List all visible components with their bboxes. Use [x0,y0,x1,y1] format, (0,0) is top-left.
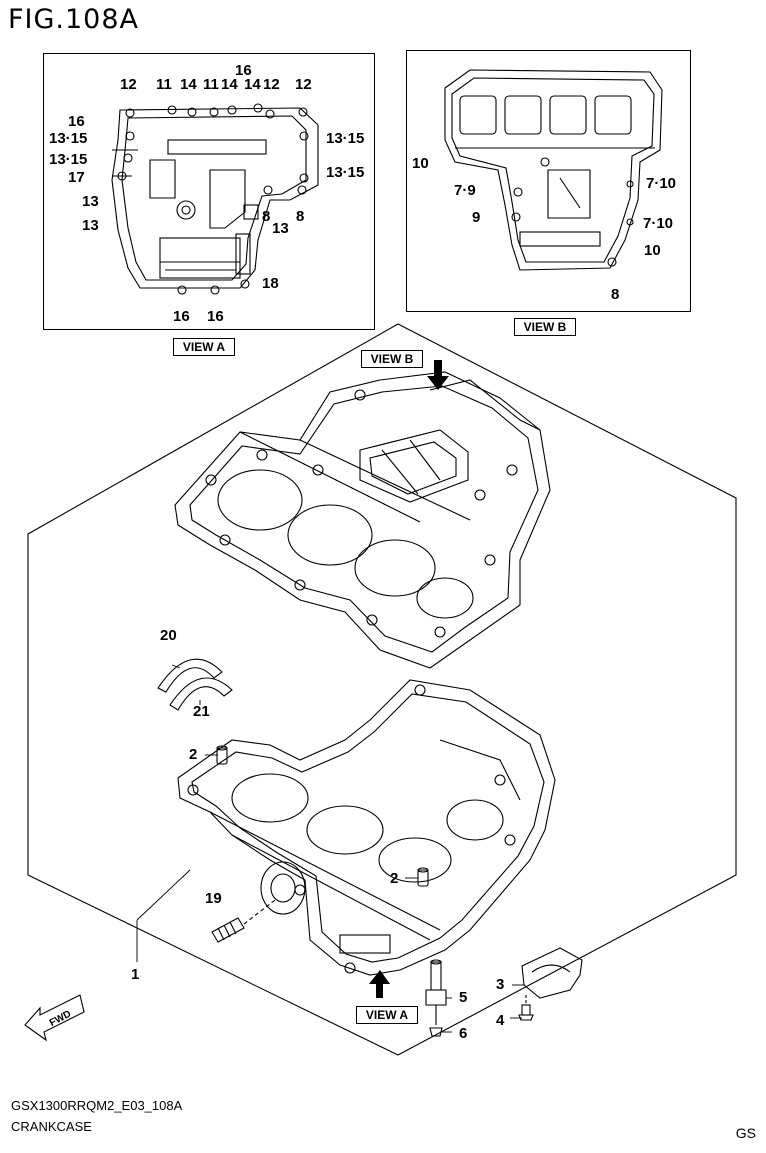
part-name: CRANKCASE [11,1119,92,1134]
oil-jet-part-19 [211,899,276,943]
callout: 14 [244,76,261,93]
callout: 11 [203,76,219,93]
callout: 7·10 [646,175,676,192]
callout: 13·15 [326,164,364,181]
region-code: GS [735,1125,756,1141]
callout: 16 [173,308,190,325]
crank-bearing-shells [157,658,233,711]
bracket-part-3 [521,947,583,999]
callout: 13·15 [49,151,87,168]
callout: 9 [472,209,480,226]
callout: 20 [160,627,177,644]
view-a-arrow-icon [369,970,390,998]
callout: 11 [156,76,172,93]
callout: 13·15 [49,130,87,147]
callout: 6 [459,1025,467,1042]
callout: 4 [496,1012,505,1029]
view-a-crankcase-outline [111,107,319,289]
callout: 2 [390,870,398,887]
assembly-hexagon-frame [27,323,737,1056]
callout: 17 [68,169,85,186]
view-a-inset [43,53,375,330]
fwd-arrow-icon [24,994,85,1042]
dowel-pin-lower [417,867,429,887]
view-arrows [369,360,449,998]
callout: 12 [295,76,312,93]
callout: 14 [221,76,238,93]
lower-crankcase-drawing [177,679,556,976]
dowel-pin-upper [216,745,228,765]
callout: 13 [82,217,99,234]
view-b-crankcase-outline [444,69,663,271]
view-a-tag: VIEW A [173,338,235,356]
view-b-tag: VIEW B [514,318,576,336]
callout: 16 [235,62,252,79]
callout: 13 [82,193,99,210]
view-b-arrow-icon [427,360,449,390]
callout: 7·9 [454,182,476,199]
view-a-pointer-tag: VIEW A [356,1006,418,1024]
callout: 12 [263,76,280,93]
callout: 10 [412,155,429,172]
main-callout-group: 20 21 2 2 19 1 3 4 5 6 [131,627,505,1042]
callout: 21 [193,703,210,720]
view-a-bolt-heads [117,103,309,295]
view-b-pointer-tag: VIEW B [361,350,423,368]
callout: 16 [68,113,85,130]
callout: 8 [611,286,619,303]
callout: 7·10 [643,215,673,232]
view-a-callout-group: 12 11 14 11 14 16 14 12 12 16 13·15 13·1… [49,62,364,325]
view-b-callout-group: 10 7·9 9 7·10 7·10 10 8 [412,155,676,303]
callout: 1 [131,966,139,983]
callout: 10 [644,242,661,259]
model-code: GSX1300RRQM2_E03_108A [11,1098,183,1113]
callout: 5 [459,989,467,1006]
callout: 12 [120,76,137,93]
callout: 18 [262,275,279,292]
callout: 2 [189,746,197,763]
callout: 13·15 [326,130,364,147]
bolt-part-6 [429,1027,443,1037]
figure-title: FIG.108A [8,4,140,35]
bolt-part-4 [518,995,534,1021]
callout: 13 [272,220,289,237]
callout: 19 [205,890,222,907]
pipe-part-5 [425,959,447,1025]
callout: 14 [180,76,197,93]
callout: 8 [262,208,270,225]
callout: 3 [496,976,504,993]
callout: 16 [207,308,224,325]
callout: 8 [296,208,304,225]
upper-crankcase-drawing [174,371,551,669]
leader-lines [136,664,525,1033]
